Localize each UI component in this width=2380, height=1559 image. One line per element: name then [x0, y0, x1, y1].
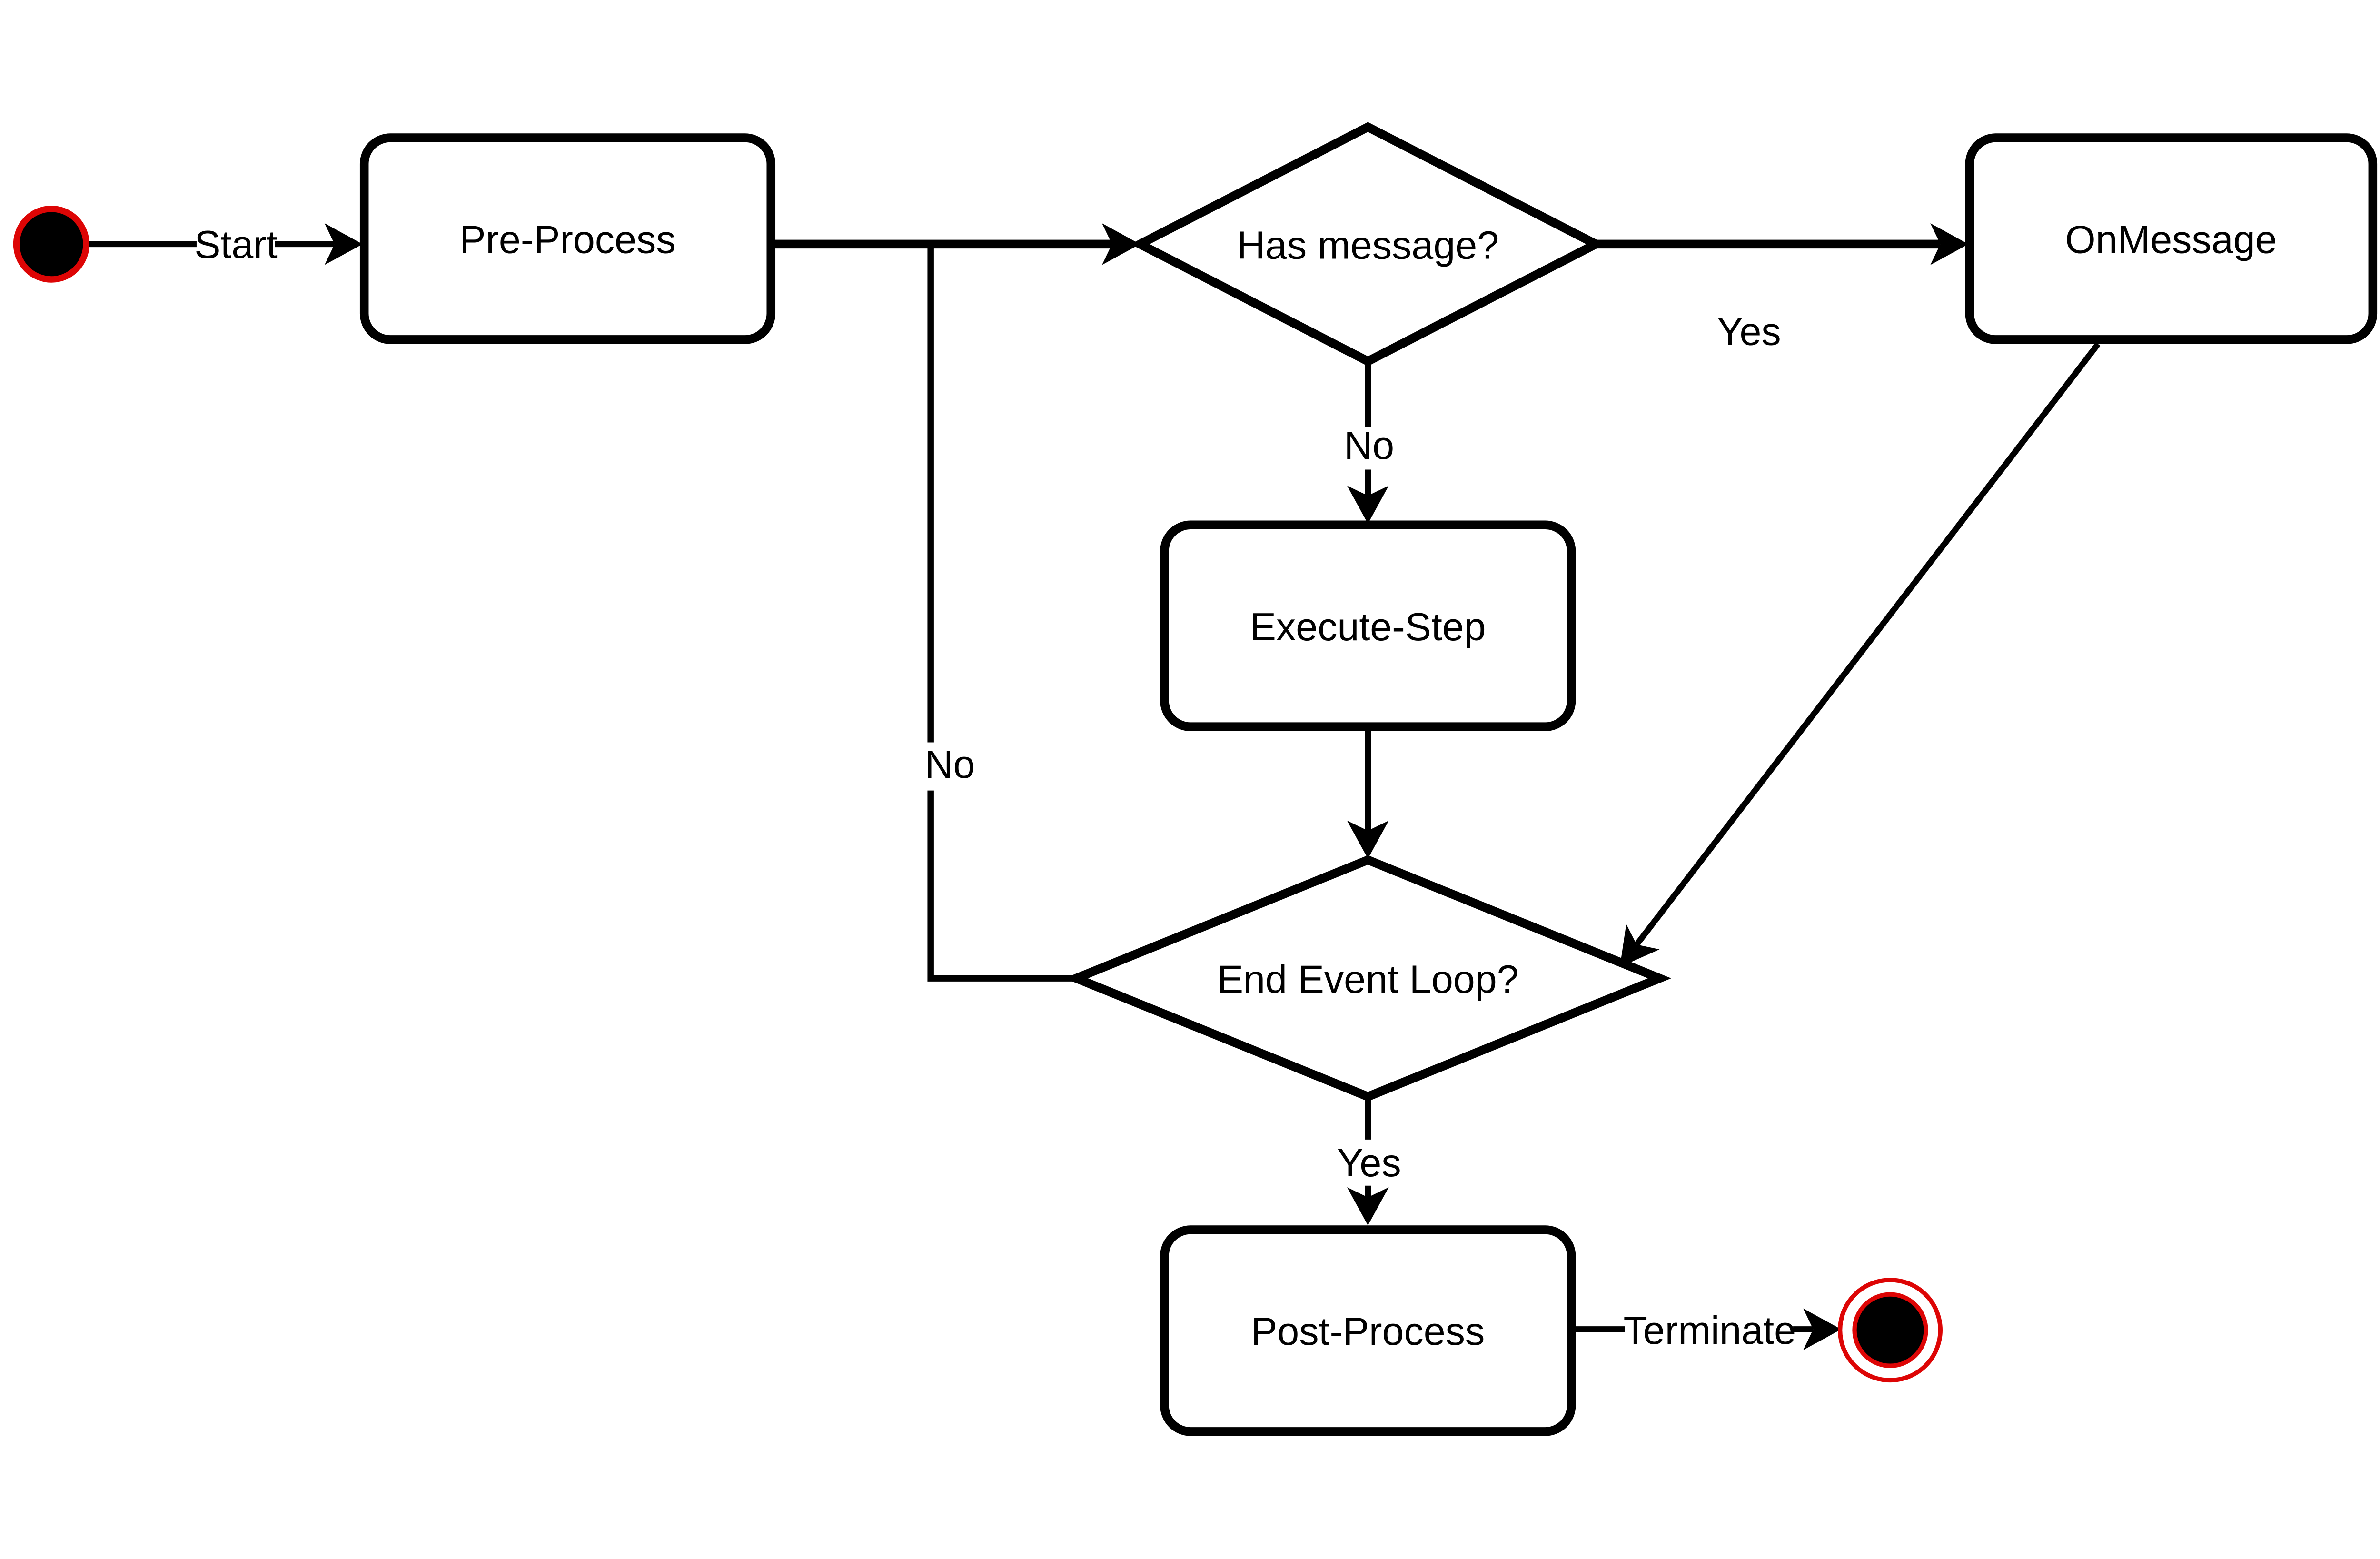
end-event-loop-label: End Event Loop?: [1217, 958, 1519, 1002]
has-message-decision-node: [1130, 122, 1606, 367]
edge-label-no-loopback: No: [925, 743, 975, 786]
arrowhead-into-on-message: [1930, 223, 1969, 265]
initial-state-node: [13, 205, 89, 283]
arrowhead-into-has-message: [1102, 223, 1140, 265]
node-layer: [13, 122, 2378, 1436]
final-state-core: [1852, 1292, 1928, 1368]
arrowhead-into-execute-step: [1347, 486, 1389, 524]
on-message-node: [1965, 133, 2378, 344]
edge-label-yes-right: Yes: [1717, 310, 1781, 354]
arrowhead-into-end-event-loop-top: [1347, 820, 1389, 859]
execute-step-node: [1160, 520, 1576, 731]
edge-label-start: Start: [194, 223, 277, 267]
has-message-label: Has message?: [1237, 223, 1499, 267]
execute-step-label: Execute-Step: [1250, 605, 1486, 649]
post-process-node: [1160, 1225, 1576, 1436]
edge-label-terminate: Terminate: [1623, 1309, 1796, 1352]
pre-process-node: [359, 133, 776, 344]
arrowhead-into-end-node: [1803, 1308, 1842, 1350]
edge-layer: [89, 223, 2101, 1350]
edge-on-message-to-end-event-loop: [1634, 342, 2101, 947]
end-event-loop-decision-node: [1064, 855, 1672, 1102]
arrowhead-into-post-process: [1347, 1187, 1389, 1226]
arrowhead-into-pre-process: [324, 223, 363, 265]
on-message-label: OnMessage: [2065, 218, 2277, 262]
edge-end-event-loop-loopback-no: [927, 244, 1077, 982]
label-layer: Pre-Process Has message? OnMessage Execu…: [194, 218, 2277, 1353]
final-state-outer-ring: [1838, 1278, 1943, 1383]
pre-process-label: Pre-Process: [459, 218, 675, 262]
arrowhead-into-end-event-loop-right: [1620, 924, 1660, 967]
edge-label-no-middle: No: [1344, 424, 1395, 467]
edge-label-yes-bottom: Yes: [1337, 1141, 1401, 1185]
post-process-label: Post-Process: [1251, 1310, 1485, 1353]
